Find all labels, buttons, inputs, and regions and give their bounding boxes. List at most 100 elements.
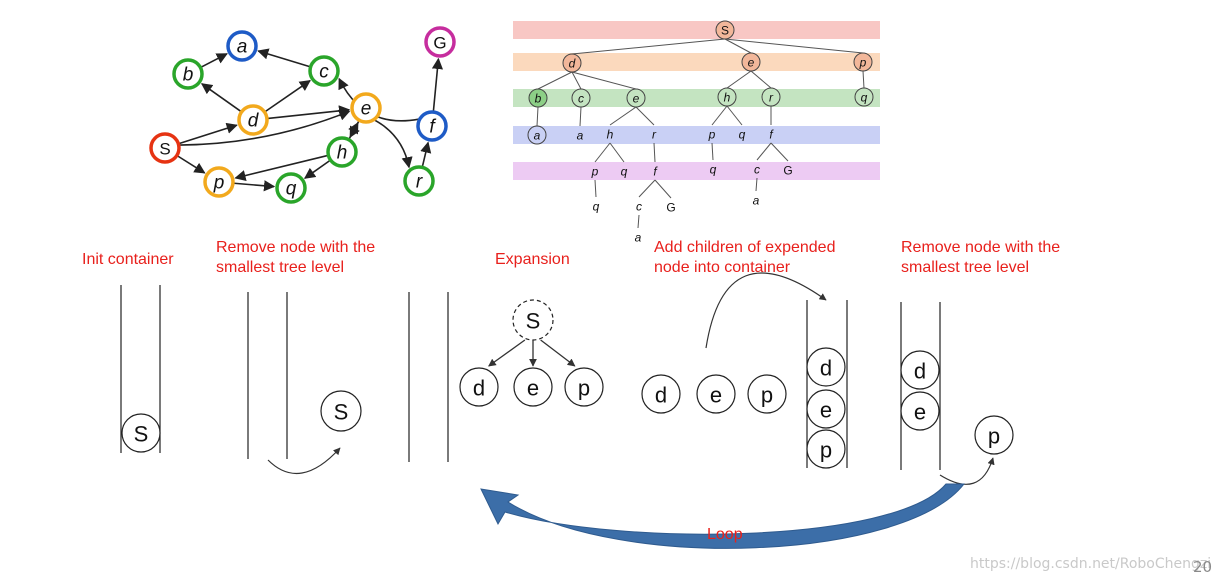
add-item-1-label: e: [710, 383, 722, 408]
tree-node-label-t_b: b: [535, 92, 542, 106]
graph-edge-S-d: [179, 122, 238, 145]
tree-level-band-3: [513, 126, 880, 144]
tree-edge-t_c3: [638, 179, 656, 198]
tree-node-t_r: [761, 87, 781, 107]
tree-node-t_e2: [626, 88, 646, 108]
graph-node-label-q: q: [286, 179, 297, 200]
watermark: https://blog.csdn.net/RoboChengzi: [970, 556, 1212, 572]
stack-add-item-0: [806, 347, 846, 387]
tree-node-label-t_h: h: [724, 91, 731, 105]
graph-node-label-p: p: [213, 173, 225, 194]
tree-edge-t_f2: [653, 142, 656, 163]
stack-remain-item-0: [900, 350, 940, 390]
tree-node-t_p: [853, 52, 873, 72]
expansion-child-0-label: d: [473, 376, 485, 401]
tree-edge-t_a4: [637, 214, 640, 229]
graph-node-d: [237, 104, 269, 136]
stack-init-item-0: [121, 413, 161, 453]
tree-node-label-t_d: d: [569, 57, 576, 71]
removed-node-2-label: p: [988, 424, 1000, 449]
stack-remain-item-0-label: d: [914, 359, 926, 384]
expansion-child-0: [459, 367, 499, 407]
tree-edge-t_q4: [711, 142, 714, 161]
expanded-node-label: S: [526, 309, 541, 334]
tree-node-t_a: [527, 125, 547, 145]
caption-remove-node-2: Remove node with the smallest tree level: [901, 239, 1061, 276]
graph-node-label-f: f: [429, 117, 436, 138]
tree-node-t_e: [741, 52, 761, 72]
caption-loop: Loop: [707, 526, 743, 543]
graph-edge-p-q: [233, 180, 276, 192]
graph-node-label-S: S: [159, 140, 170, 159]
stack-add-item-1-label: e: [820, 398, 832, 423]
expansion-child-1: [513, 367, 553, 407]
tree-edge-t_r: [750, 70, 772, 89]
graph-node-label-e: e: [361, 99, 372, 120]
stack-add-item-1: [806, 389, 846, 429]
graph-node-S: [149, 132, 181, 164]
tree-edge-t_a: [536, 106, 539, 127]
stack-add-item-2: [806, 429, 846, 469]
tree-edge-t_h2: [609, 106, 637, 126]
tree-node-t_b: [528, 88, 548, 108]
tree-level-band-2: [513, 89, 880, 107]
graph-node-f: [416, 110, 448, 142]
tree-node-label-t_e2: e: [633, 92, 640, 106]
tree-edge-t_d: [571, 38, 726, 55]
graph-edge-d-b: [200, 83, 242, 112]
removed-node-1-label: S: [334, 400, 349, 425]
tree-node-label-t_e: e: [748, 56, 755, 70]
tree-node-label-t_a: a: [534, 129, 541, 143]
add-item-2: [747, 374, 787, 414]
graph-node-G: [424, 26, 456, 58]
tree-edge-t_p2: [711, 105, 728, 126]
expansion-arrow-0: [488, 339, 526, 367]
add-item-1: [696, 374, 736, 414]
graph-node-q: [275, 172, 307, 204]
graph-edge-h-e: [348, 121, 359, 140]
graph-node-label-h: h: [337, 143, 348, 164]
graph-node-c: [308, 55, 340, 87]
tree-node-label-t_q4: q: [710, 163, 717, 177]
tree-node-label-t_c: c: [578, 92, 584, 106]
caption-add-children: Add children of expended node into conta…: [654, 239, 836, 276]
tree-node-label-t_p3: p: [591, 165, 599, 179]
tree-edge-t_q3: [609, 142, 625, 163]
page-number: 20: [1193, 558, 1213, 576]
tree-edge-t_h: [726, 70, 752, 89]
tree-node-label-t_G2: G: [666, 201, 675, 215]
tree-node-label-t_q: q: [861, 91, 868, 105]
tree-node-label-t_c2: c: [754, 163, 760, 177]
tree-node-label-t_p2: p: [708, 128, 716, 142]
tree-node-t_h: [717, 87, 737, 107]
tree-node-label-t_G: G: [783, 164, 792, 178]
tree-edge-t_p3: [594, 142, 611, 163]
tree-level-band-1: [513, 53, 880, 71]
graph-node-label-a: a: [237, 37, 248, 58]
removed-node-2: [974, 415, 1014, 455]
add-item-0-label: d: [655, 383, 667, 408]
graph-node-r: [403, 165, 435, 197]
tree-edge-t_q: [862, 70, 865, 89]
caption-remove-node: Remove node with the smallest tree level: [216, 239, 376, 276]
add-arrow: [705, 272, 827, 349]
graph-node-a: [226, 30, 258, 62]
add-item-2-label: p: [761, 383, 773, 408]
graph-node-label-d: d: [248, 111, 260, 132]
graph-edge-d-e: [267, 105, 351, 120]
tree-node-t_c: [571, 88, 591, 108]
graph-edge-f-G: [431, 57, 444, 112]
graph-edge-d-c: [264, 79, 311, 113]
graph-edge-S-e: [179, 109, 351, 146]
graph-edge-S-p: [177, 155, 206, 174]
add-item-0: [641, 374, 681, 414]
stack-init-item-0-label: S: [134, 422, 149, 447]
tree-node-label-t_f: f: [769, 128, 774, 142]
expansion-arrow-2: [540, 339, 576, 367]
tree-node-t_d: [562, 53, 582, 73]
tree-node-label-t_a4: a: [635, 231, 642, 245]
tree-edge-t_G2: [654, 179, 672, 199]
